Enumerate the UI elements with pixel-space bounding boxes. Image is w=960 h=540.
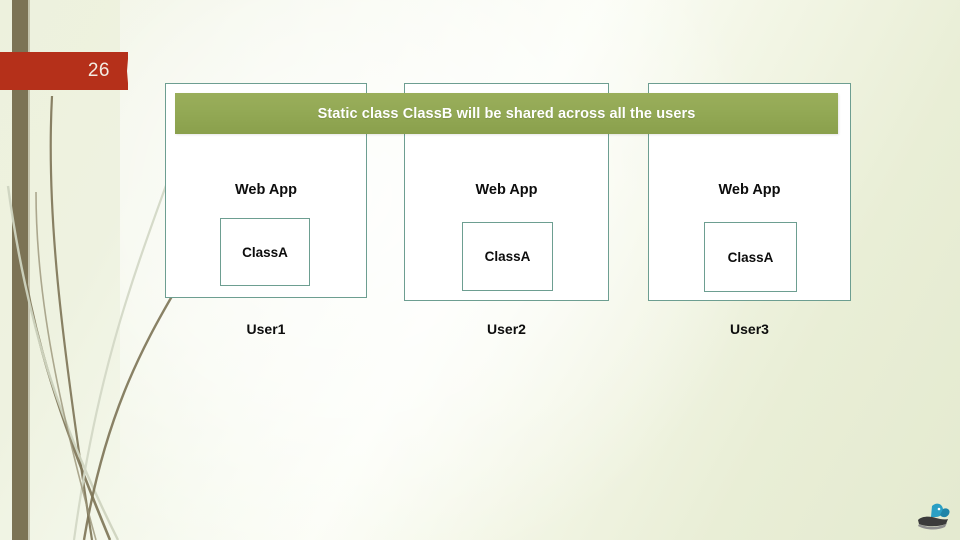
web-app-label-2: Web App	[475, 182, 538, 198]
web-app-label-3: Web App	[718, 182, 781, 198]
slide-number: 26	[87, 60, 110, 81]
bird-logo-icon	[918, 503, 950, 530]
user-label-2: User2	[487, 321, 526, 337]
class-box-2: ClassA	[462, 222, 553, 291]
web-app-label-1: Web App	[234, 182, 298, 198]
shared-class-banner: Static class ClassB will be shared acros…	[175, 93, 838, 134]
class-box-1: ClassA	[220, 218, 310, 286]
slide-number-banner: 26	[0, 52, 128, 90]
slide-number-shape	[0, 52, 128, 90]
user-label-3: User3	[730, 321, 769, 337]
shared-class-banner-text: Static class ClassB will be shared acros…	[317, 105, 696, 122]
user-label-1: User1	[246, 321, 286, 337]
class-box-3: ClassA	[704, 222, 797, 292]
